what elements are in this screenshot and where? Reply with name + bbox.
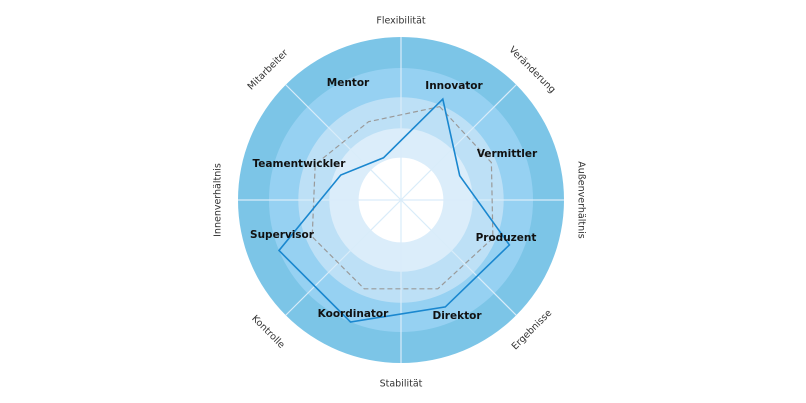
axis-label: Innenverhältnis [213, 163, 224, 237]
role-label: Koordinator [318, 308, 389, 320]
role-label: Supervisor [250, 229, 315, 241]
spoke-line [400, 199, 517, 316]
role-label: Teamentwickler [253, 158, 347, 170]
series-profil [277, 97, 511, 323]
spoke-line [400, 84, 517, 201]
role-label: Vermittler [477, 148, 538, 160]
axis-label: Kontrolle [249, 313, 287, 351]
axis-label: Stabilität [380, 379, 423, 390]
spoke-line [285, 199, 402, 316]
series-vergleich [311, 105, 494, 290]
axis-label: Flexibilität [376, 16, 426, 27]
axis-label: Außenverhältnis [576, 161, 587, 238]
role-label: Produzent [476, 232, 537, 244]
axis-label: Mitarbeiter [246, 48, 291, 93]
role-label: Innovator [425, 80, 483, 92]
role-label: Direktor [432, 310, 482, 322]
role-label: Mentor [327, 77, 370, 89]
